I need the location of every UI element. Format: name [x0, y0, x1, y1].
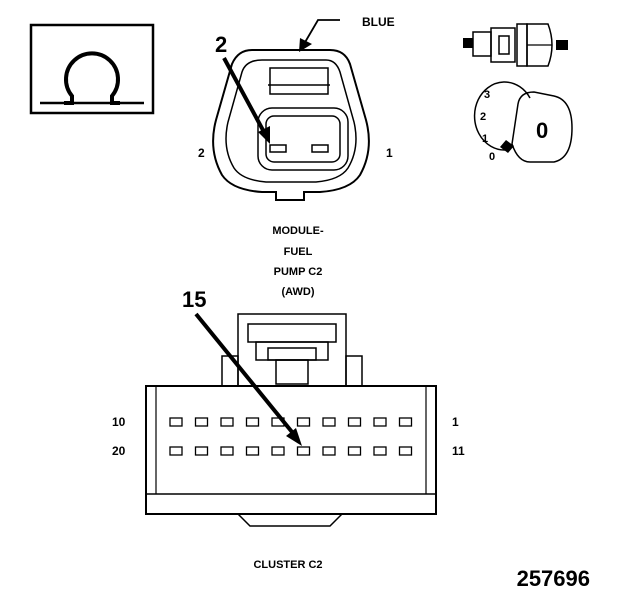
- fuel-pump-pin-2: [269, 144, 287, 153]
- cluster-pin: [347, 417, 362, 427]
- cluster-pin: [296, 446, 311, 456]
- cluster-pin: [373, 446, 387, 456]
- cluster-row2-right-label: 11: [452, 444, 465, 458]
- cluster-pin: [296, 417, 311, 427]
- fuel-pump-pin-right-label: 1: [386, 146, 393, 160]
- dial-position-2: 2: [480, 111, 486, 123]
- fuel-pump-connector-name-2: FUEL: [284, 246, 313, 258]
- fuel-pump-connector-name-4: (AWD): [282, 286, 315, 298]
- cluster-connector-name: CLUSTER C2: [253, 559, 322, 571]
- cluster-pin: [194, 446, 209, 456]
- cluster-pin: [322, 417, 336, 427]
- cluster-pin: [347, 446, 362, 456]
- cluster-row1-left-label: 10: [112, 415, 126, 429]
- cluster-pin: [245, 417, 260, 427]
- cluster-pin: [220, 417, 234, 427]
- cluster-pin: [322, 446, 336, 456]
- cluster-pin: [194, 417, 209, 427]
- cluster-pin: [169, 417, 183, 427]
- fuel-pump-connector-name-1: MODULE-: [272, 225, 324, 237]
- cluster-callout-pin: 15: [182, 287, 206, 312]
- fuel-pump-pin-1: [311, 144, 329, 153]
- cluster-pin: [245, 446, 260, 456]
- ohm-symbol-box: [29, 23, 155, 115]
- fuel-pump-connector: [212, 19, 370, 201]
- figure-number: 257696: [517, 566, 590, 591]
- fuel-pump-callout-pin: 2: [215, 32, 227, 57]
- cluster-row2-left-label: 20: [112, 444, 126, 458]
- cluster-pin: [398, 417, 413, 427]
- fuel-pump-pin-left-label: 2: [198, 146, 205, 160]
- cluster-connector: [145, 312, 437, 527]
- cluster-pin: [373, 417, 387, 427]
- cluster-pin: [398, 446, 413, 456]
- ohm-icon: [64, 51, 120, 105]
- wire-color-label: BLUE: [362, 15, 395, 29]
- dial-position-0: 0: [489, 151, 495, 163]
- position-dial-icon: [473, 81, 573, 163]
- dial-position-1: 1: [482, 133, 488, 145]
- fuel-pump-connector-name-3: PUMP C2: [274, 266, 323, 278]
- dial-position-3: 3: [484, 89, 490, 101]
- cluster-pin-grid: [169, 417, 413, 456]
- cluster-pin: [271, 446, 285, 456]
- connector-side-view-icon: [463, 23, 568, 67]
- cluster-pin: [169, 446, 183, 456]
- cluster-row1-right-label: 1: [452, 415, 459, 429]
- dial-value: 0: [536, 118, 548, 143]
- cluster-pin: [220, 446, 234, 456]
